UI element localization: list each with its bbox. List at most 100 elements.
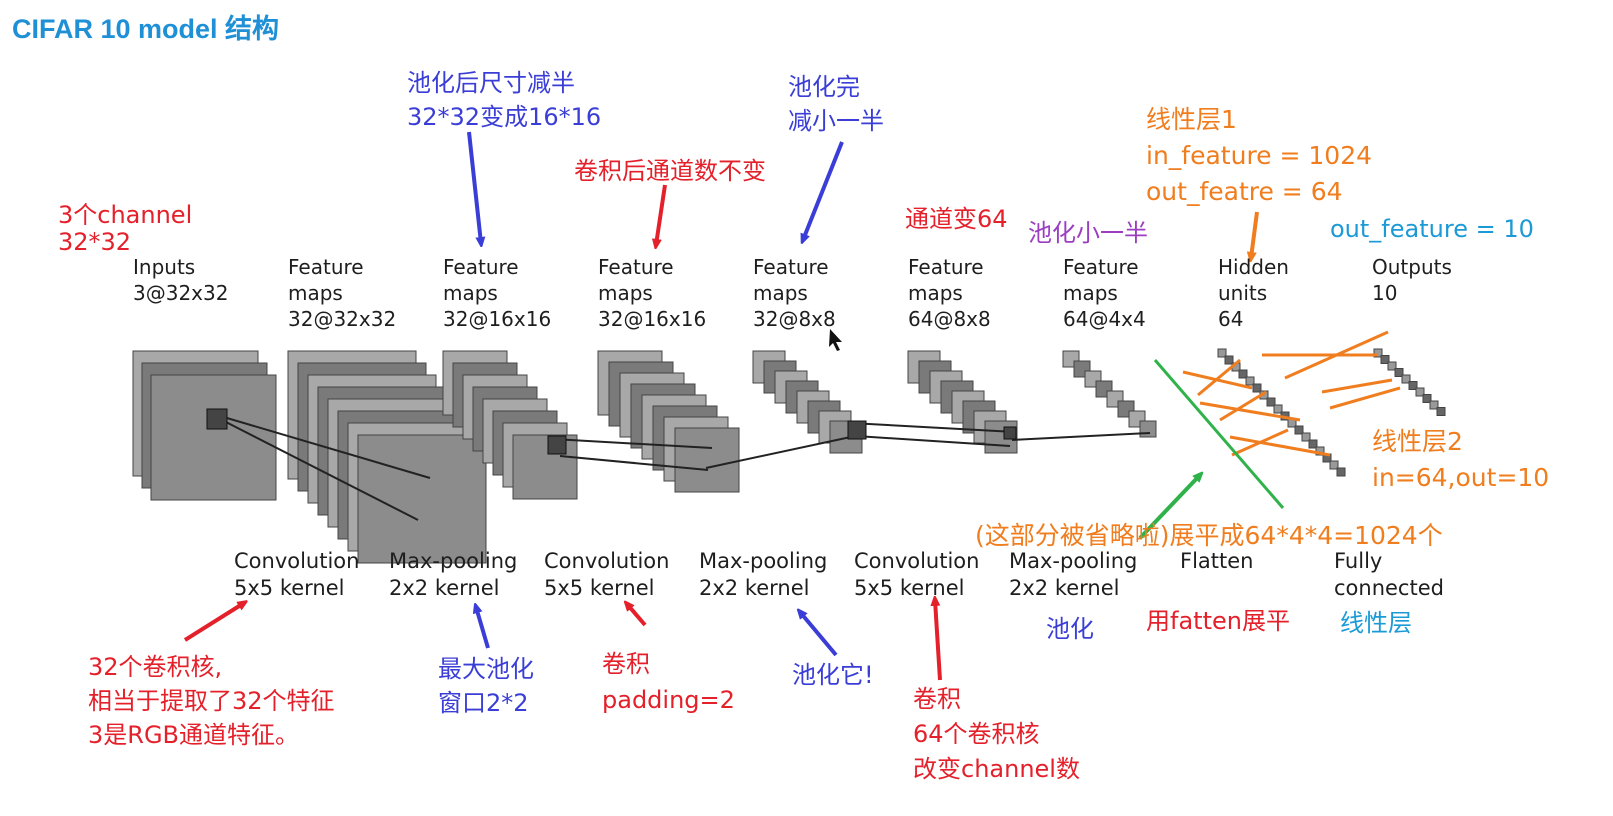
layer-label-line: 64@8x8 bbox=[908, 307, 991, 331]
hidden-unit bbox=[1238, 369, 1248, 379]
operation-label-line: 2x2 kernel bbox=[389, 576, 500, 600]
arrow bbox=[476, 607, 490, 649]
connection-line bbox=[559, 455, 709, 471]
layer-label-line: maps bbox=[288, 281, 343, 305]
fc-weight-lines bbox=[1182, 330, 1401, 457]
layer-label-line: 32@32x32 bbox=[288, 307, 397, 331]
note-flatten-label: 用fatten展平 bbox=[1146, 607, 1290, 635]
layer-label-line: maps bbox=[908, 281, 963, 305]
weight-line bbox=[1284, 330, 1389, 380]
layer-label-line: Outputs bbox=[1372, 255, 1452, 279]
note-out-feature: out_feature = 10 bbox=[1330, 215, 1534, 243]
kernel-square bbox=[547, 435, 567, 455]
operation-label-line: 5x5 kernel bbox=[234, 576, 345, 600]
layer-label-line: Feature bbox=[908, 255, 984, 279]
layer-label-line: Feature bbox=[753, 255, 829, 279]
mouse-cursor-icon bbox=[829, 329, 842, 351]
operation-label: Convolution 5x5 kernel bbox=[234, 548, 359, 602]
note-max-pool: 最大池化窗口2*2 bbox=[438, 655, 534, 717]
hidden-unit bbox=[1217, 348, 1227, 358]
feature-map bbox=[512, 434, 578, 500]
hidden-unit bbox=[1245, 376, 1255, 386]
connection-line bbox=[1011, 432, 1151, 441]
layer-label-line: 64 bbox=[1218, 307, 1244, 331]
arrow bbox=[467, 131, 481, 243]
connection-line bbox=[855, 435, 1011, 447]
layer-label-line: Feature bbox=[598, 255, 674, 279]
hidden-unit bbox=[1266, 397, 1276, 407]
operation-label-line: Convolution bbox=[854, 549, 980, 573]
layer-label-line: maps bbox=[443, 281, 498, 305]
layer-label-line: maps bbox=[598, 281, 653, 305]
arrow bbox=[627, 604, 647, 627]
diagram-title: CIFAR 10 model 结构 bbox=[12, 14, 280, 44]
layer-label-line: 64@4x4 bbox=[1063, 307, 1146, 331]
flatten-separator bbox=[1153, 359, 1285, 509]
hidden-unit bbox=[1252, 383, 1262, 393]
note-channel-64: 通道变64 bbox=[905, 205, 1008, 233]
arrow bbox=[656, 184, 667, 245]
layer-label-line: Feature bbox=[288, 255, 364, 279]
operation-label-line: Convolution bbox=[234, 549, 360, 573]
layer-label-line: 3@32x32 bbox=[133, 281, 229, 305]
layer-label-line: 32@16x16 bbox=[598, 307, 707, 331]
arrow bbox=[935, 600, 942, 681]
note-pool-small: 池化小一半 bbox=[1028, 219, 1148, 247]
output-unit bbox=[1415, 387, 1425, 397]
weight-line bbox=[1321, 378, 1393, 394]
layer-label-line: Feature bbox=[1063, 255, 1139, 279]
hidden-unit bbox=[1301, 432, 1311, 442]
feature-map bbox=[357, 434, 487, 564]
note-pool-label: 池化 bbox=[1046, 615, 1094, 643]
weight-line bbox=[1219, 390, 1267, 422]
layer-label-line: 32@16x16 bbox=[443, 307, 552, 331]
output-unit bbox=[1394, 368, 1404, 377]
feature-map bbox=[1139, 420, 1157, 438]
connection-lines bbox=[209, 412, 1151, 521]
note-linear-label: 线性层 bbox=[1340, 609, 1412, 637]
layer-label-line: Hidden bbox=[1218, 255, 1289, 279]
note-conv-same: 卷积后通道数不变 bbox=[574, 157, 766, 185]
operation-label-line: connected bbox=[1334, 576, 1444, 600]
arrow bbox=[1251, 211, 1259, 258]
layer-label-line: 10 bbox=[1372, 281, 1398, 305]
feature-map bbox=[674, 427, 740, 493]
kernel-square bbox=[1003, 426, 1017, 440]
operation-label-line: 5x5 kernel bbox=[544, 576, 655, 600]
arrow bbox=[803, 141, 844, 240]
output-unit bbox=[1422, 394, 1432, 403]
layer-label-line: Inputs bbox=[133, 255, 196, 279]
connection-line bbox=[221, 419, 419, 521]
layer-label-line: maps bbox=[753, 281, 808, 305]
note-pool-it: 池化它! bbox=[792, 661, 874, 689]
weight-line bbox=[1229, 435, 1331, 457]
operation-label-line: Fully bbox=[1334, 549, 1383, 573]
operation-label-line: 2x2 kernel bbox=[699, 576, 810, 600]
arrow bbox=[1138, 475, 1200, 540]
hidden-unit bbox=[1224, 355, 1234, 365]
hidden-unit bbox=[1273, 404, 1283, 414]
hidden-unit bbox=[1308, 439, 1318, 449]
weight-line bbox=[1199, 401, 1301, 422]
output-unit bbox=[1387, 361, 1397, 371]
operation-label: Flatten bbox=[1180, 548, 1253, 575]
